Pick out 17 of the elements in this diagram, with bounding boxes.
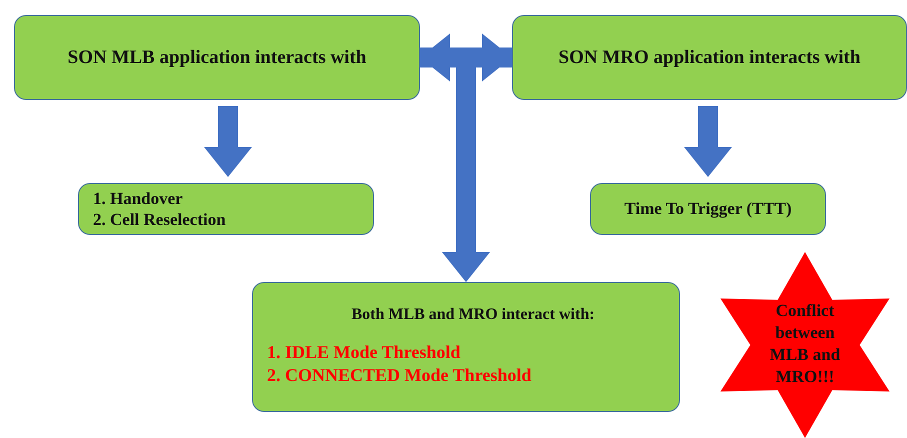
box-title: Time To Trigger (TTT) (624, 199, 792, 219)
block-arrow (442, 48, 512, 282)
warning-text: Conflict between MLB and MRO!!! (768, 300, 842, 388)
block-arrow (684, 106, 732, 177)
process-box (252, 282, 680, 412)
process-box (512, 15, 907, 100)
process-box (14, 15, 420, 100)
list-item: 1. Handover (93, 188, 184, 209)
process-box (590, 183, 826, 235)
block-arrow (204, 106, 252, 177)
list-item: 2. CONNECTED Mode Threshold (267, 365, 532, 386)
box-title: SON MRO application interacts with (558, 46, 860, 68)
box-title: SON MLB application interacts with (68, 46, 366, 68)
process-box (78, 183, 374, 235)
box-heading: Both MLB and MRO interact with: (350, 306, 596, 324)
list-item: 2. Cell Reselection (93, 209, 227, 230)
list-item: 1. IDLE Mode Threshold (267, 342, 462, 363)
